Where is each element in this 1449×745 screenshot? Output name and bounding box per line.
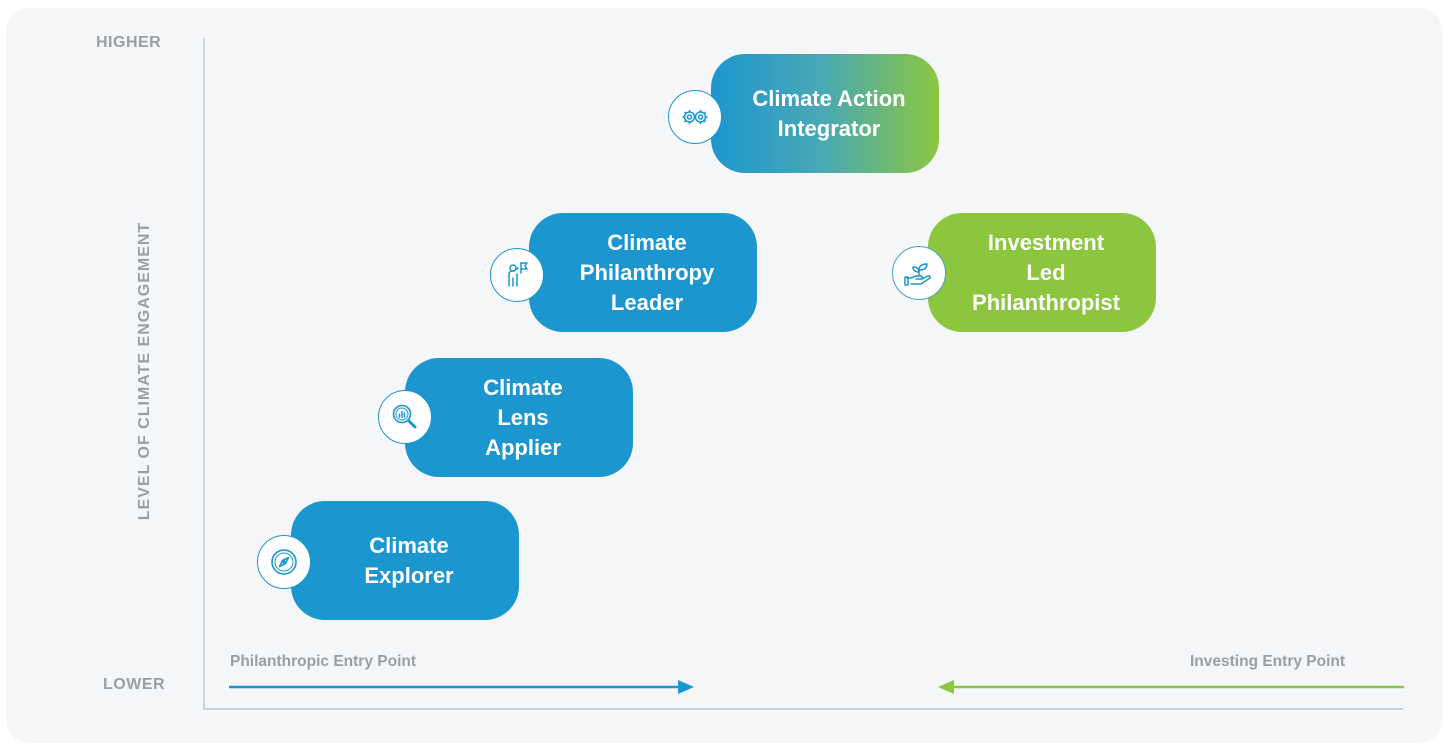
stage-line: Led [1026,259,1066,285]
investing-entry-label: Investing Entry Point [1190,653,1346,670]
stage-climate-philanthropy-leader: Climate Philanthropy Leader [529,213,757,332]
compass-icon [257,535,311,589]
stage-line: Lens [497,404,549,430]
stage-line: Applier [485,434,561,460]
stage-line: Leader [610,289,684,315]
x-axis-line [203,708,1403,710]
stage-line: Integrator [777,115,881,141]
stage-line: Investment [987,229,1105,255]
stage-investment-led-philanthropist: Investment Led Philanthropist [928,213,1156,332]
gears-icon [668,90,722,144]
philanthropic-entry-label: Philanthropic Entry Point [230,653,417,670]
stage-line: Climate Action [752,85,906,111]
stage-line: Philanthropist [972,289,1120,315]
stage-line: Climate [483,374,563,400]
stage-line: Philanthropy [579,259,715,285]
stage-climate-lens-applier: Climate Lens Applier [405,358,633,477]
magnifier-chart-icon [378,390,432,444]
person-flag-icon [490,248,544,302]
y-axis-lower-label: LOWER [103,676,166,693]
y-axis-line [203,38,205,710]
y-axis-title: LEVEL OF CLIMATE ENGAGEMENT [136,221,153,521]
stage-line: Climate [369,532,449,558]
stage-line: Climate [607,229,687,255]
hand-plant-icon [892,246,946,300]
stage-climate-action-integrator: Climate Action Integrator [711,54,939,173]
stage-climate-explorer: Climate Explorer [291,501,519,620]
y-axis-higher-label: HIGHER [96,34,162,51]
stage-line: Explorer [364,562,454,588]
